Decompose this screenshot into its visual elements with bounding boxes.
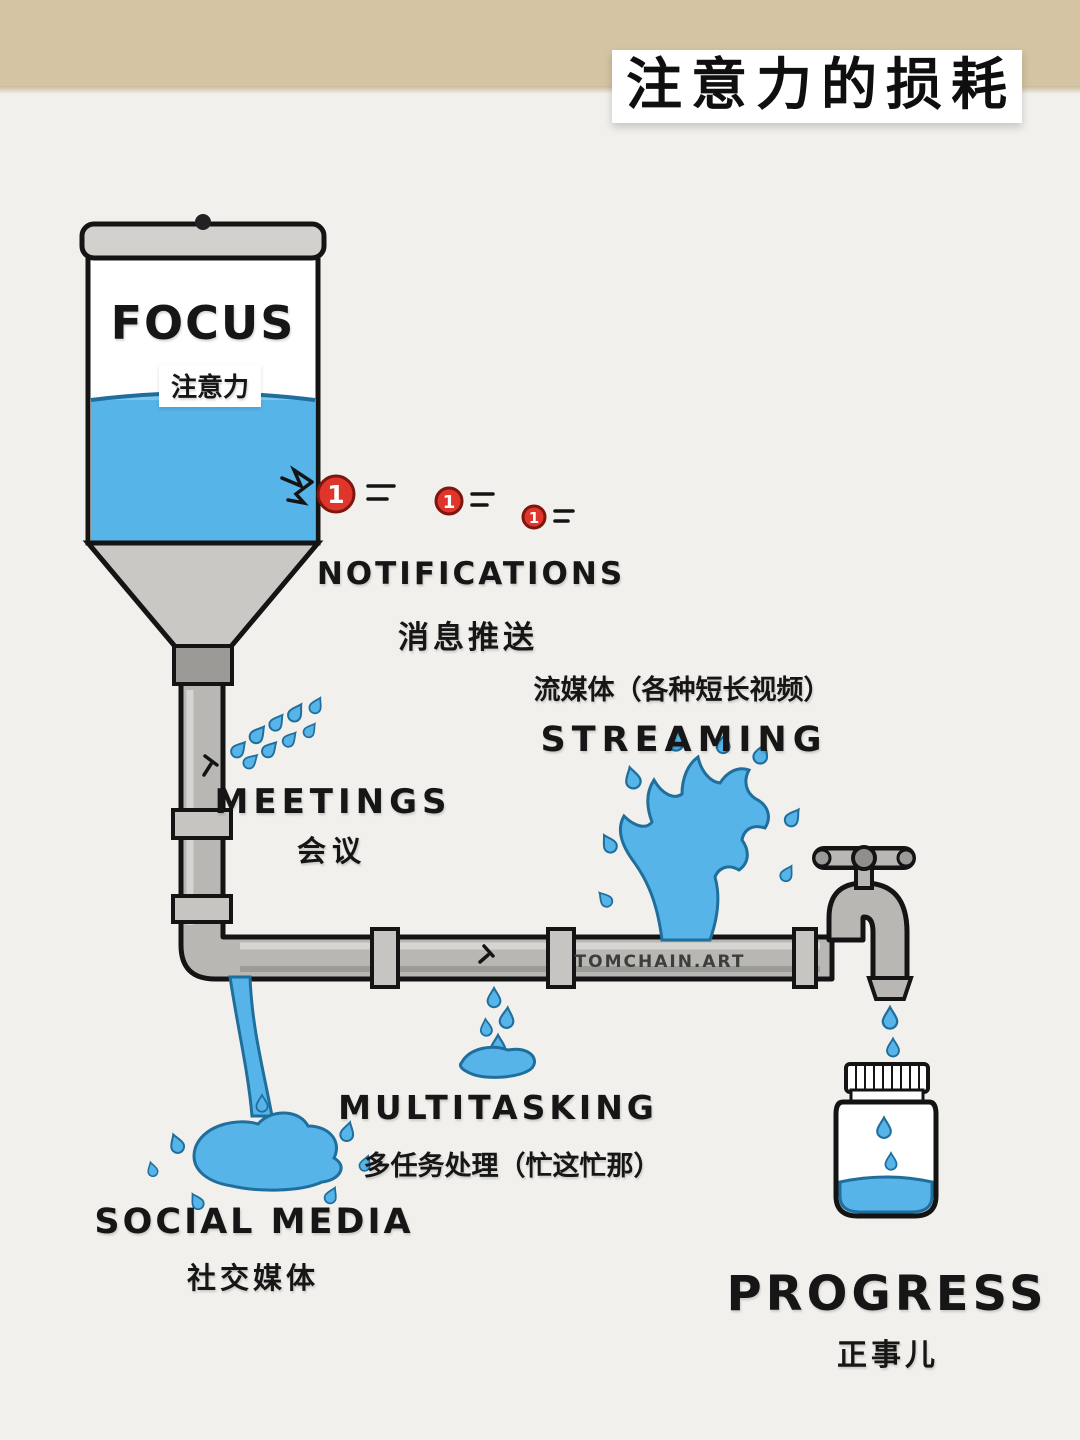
funnel [82, 540, 324, 653]
faucet-spout-tip [866, 976, 914, 1001]
label-progress-en: PROGRESS [726, 1266, 1048, 1322]
label-notifications-zh: 消息推送 [398, 620, 538, 656]
streaming-geyser [594, 727, 805, 942]
progress-jar [833, 1062, 939, 1219]
jar-water [838, 1175, 934, 1214]
artist-watermark: TOMCHAIN.ART [574, 952, 746, 972]
focus-tank [79, 214, 327, 686]
top-banner-strip [0, 0, 1080, 94]
tank-label-focus: FOCUS [110, 296, 296, 350]
pipe-coupling [546, 927, 576, 989]
tank-crack-icon [280, 465, 314, 506]
label-streaming-zh: 流媒体（各种短长视频） [533, 675, 831, 706]
jar-lid [844, 1062, 930, 1094]
social-media-leak [145, 975, 374, 1213]
pipe-coupling [370, 927, 400, 989]
label-progress-zh: 正事儿 [837, 1338, 939, 1373]
notification-badge-icon: 1 [434, 486, 495, 516]
faucet-icon [812, 845, 916, 1058]
pipe-coupling [792, 927, 818, 989]
label-streaming-en: STREAMING [540, 720, 828, 760]
pipe-coupling [171, 808, 233, 840]
social-media-puddle [192, 1111, 343, 1192]
badge-count: 1 [443, 492, 456, 513]
multitasking-drips [458, 944, 536, 1079]
notification-badges: 1 1 1 [316, 474, 575, 530]
tank-label-zh: 注意力 [158, 364, 262, 407]
social-media-leak-stream [228, 975, 274, 1118]
drain-pipe [171, 679, 835, 989]
funnel-neck [172, 644, 234, 686]
notification-badge-icon: 1 [521, 504, 575, 530]
faucet-handle [812, 845, 916, 871]
label-social-media-en: SOCIAL MEDIA [94, 1202, 414, 1242]
notification-badge-icon: 1 [316, 474, 396, 514]
multitasking-puddle [458, 1045, 536, 1079]
label-multitasking-zh: 多任务处理（忙这忙那） [363, 1151, 661, 1182]
badge-count: 1 [529, 509, 539, 527]
tank-water [90, 391, 316, 541]
label-notifications-en: NOTIFICATIONS [316, 556, 626, 592]
meetings-leak-spray [202, 694, 327, 777]
label-meetings-zh: 会议 [296, 834, 368, 868]
page-title: 注意力的损耗 [612, 50, 1022, 123]
label-multitasking-en: MULTITASKING [338, 1088, 658, 1127]
faucet-drips [881, 1005, 900, 1058]
label-social-media-zh: 社交媒体 [186, 1261, 320, 1295]
tank-lid-knob [195, 214, 211, 230]
pipe-coupling [171, 894, 233, 924]
label-meetings-en: MEETINGS [214, 782, 452, 822]
badge-count: 1 [327, 480, 344, 509]
